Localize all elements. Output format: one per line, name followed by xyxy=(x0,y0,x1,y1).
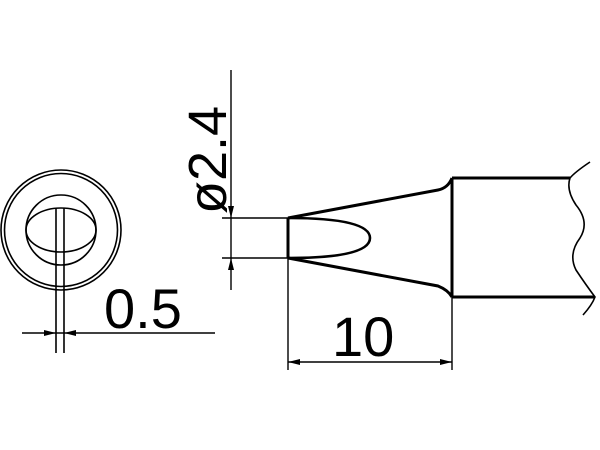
arrow-up-icon xyxy=(228,258,234,270)
diameter-label: ø2.4 xyxy=(178,106,238,214)
chisel-bevel-curve xyxy=(287,216,372,260)
tip-profile xyxy=(286,177,454,298)
outer-ring-outer xyxy=(0,169,122,291)
taper-top xyxy=(287,177,454,220)
outer-ring-inner xyxy=(3,172,119,288)
length-dimension xyxy=(287,258,453,370)
arrow-left-icon xyxy=(288,359,300,365)
end-view xyxy=(0,169,122,353)
inner-circle xyxy=(25,194,97,266)
thickness-label: 0.5 xyxy=(104,277,182,340)
chisel-face-ellipse xyxy=(25,207,97,253)
shaft xyxy=(450,161,596,316)
arrow-right-icon xyxy=(44,330,56,336)
length-label: 10 xyxy=(332,305,394,368)
arrow-right-icon xyxy=(440,359,452,365)
break-line xyxy=(568,161,596,316)
arrow-down-icon xyxy=(228,206,234,218)
thickness-dimension xyxy=(22,330,215,336)
diameter-dimension xyxy=(222,70,288,290)
arrow-left-icon xyxy=(64,330,76,336)
taper-bottom xyxy=(287,256,454,298)
